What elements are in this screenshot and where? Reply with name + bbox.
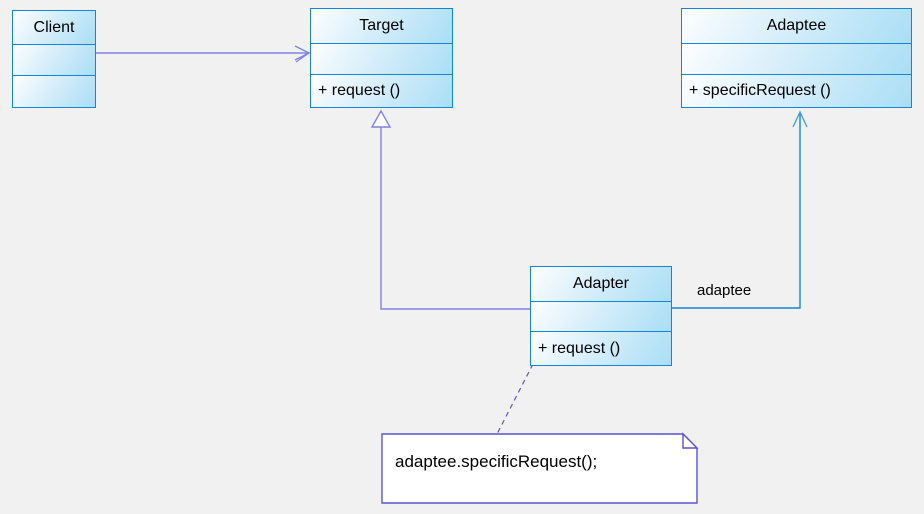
note-shape <box>381 433 698 504</box>
association-role-label-adaptee: adaptee <box>697 282 752 299</box>
class-target-name: Target <box>311 9 452 43</box>
note-connector-line <box>496 363 534 435</box>
generalization-adapter-target-line <box>380 127 530 310</box>
class-client-attributes <box>13 44 95 75</box>
class-adapter-attributes <box>531 301 671 331</box>
note-folded-corner-icon <box>682 432 699 449</box>
generalization-triangle-icon <box>370 109 392 128</box>
class-adapter: Adapter + request () <box>530 266 672 366</box>
class-adapter-name: Adapter <box>531 267 671 301</box>
class-client-name: Client <box>13 11 95 44</box>
class-client-methods <box>13 75 95 107</box>
class-target: Target + request () <box>310 8 453 108</box>
class-adaptee-name: Adaptee <box>682 9 911 43</box>
class-adapter-methods: + request () <box>531 331 671 365</box>
association-adapter-adaptee-line <box>672 113 801 309</box>
association-adapter-adaptee-arrowhead-icon <box>792 110 808 128</box>
class-client: Client <box>12 10 96 108</box>
note-text: adaptee.specificRequest(); <box>395 452 598 471</box>
class-adaptee: Adaptee + specificRequest () <box>681 8 912 108</box>
association-client-target-arrowhead-extra-stroke <box>295 52 310 63</box>
class-target-attributes <box>311 43 452 74</box>
class-target-methods: + request () <box>311 74 452 107</box>
class-adaptee-methods: + specificRequest () <box>682 74 911 107</box>
class-adaptee-attributes <box>682 43 911 74</box>
